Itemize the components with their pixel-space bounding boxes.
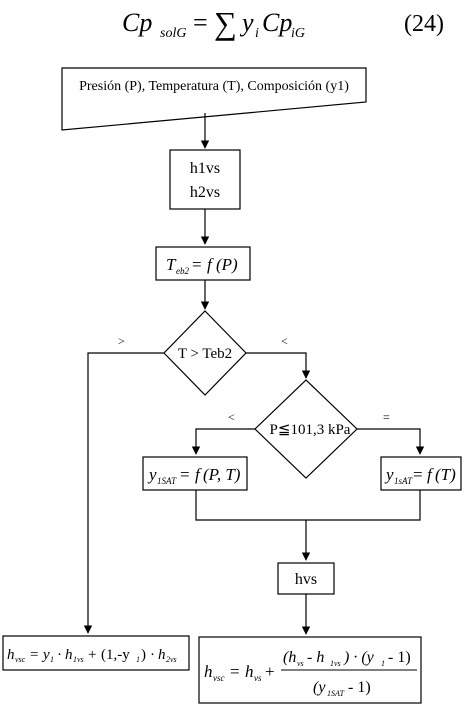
hvsc-right-eq: = <box>230 662 240 681</box>
hvsc-right-hvs: h <box>245 662 254 681</box>
hvsc-right-num-close: ) · (y <box>343 649 375 666</box>
teb-block: T eb2 = f (P) <box>155 246 251 281</box>
eq-y-sub: i <box>255 26 259 41</box>
decision-2-text: P≦101,3 kPa <box>270 422 351 438</box>
arrow-decision1-right <box>246 352 311 379</box>
ysat-right-eq: = <box>413 465 423 484</box>
ysat-left-block: y 1SAT = f (P, T) <box>142 456 248 491</box>
ysat-right-box <box>380 456 462 491</box>
hvsc-left-paren: (1,-y <box>101 647 130 663</box>
teb-arg: (P) <box>216 255 238 274</box>
eq-equals: = <box>193 8 208 37</box>
hvsc-right-h: h <box>204 662 213 681</box>
merge-line <box>195 490 421 521</box>
eq-lhs: Cp <box>122 8 152 37</box>
ysat-left-args: (P, T) <box>203 465 241 484</box>
ysat-left-var: y <box>147 465 157 484</box>
h1vs-label: h1vs <box>190 160 220 177</box>
hvsc-left-block: h vsc = y 1 · h 1vs + (1,-y 1 ) · h 2vs <box>2 635 190 671</box>
ysat-right-f: f <box>427 465 434 484</box>
input-block: Presión (P), Temperatura (T), Composició… <box>61 67 367 131</box>
hvsc-right-block: h vsc = h vs + (h vs - h 1vs ) · (y 1 - … <box>198 636 422 704</box>
hvsc-left-box <box>2 635 190 671</box>
ysat-left-box <box>142 456 248 491</box>
eq-lhs-sub: solG <box>160 26 186 41</box>
hvsc-right-num-a-sub: vs <box>297 659 304 668</box>
ysat-left-f: f <box>195 465 202 484</box>
arrow-decision2-right <box>357 428 425 455</box>
teb-sub: eb2 <box>176 266 189 276</box>
decision-1-diamond <box>163 310 247 396</box>
h2vs-label: h2vs <box>190 184 220 201</box>
hvsc-right-num-c-sub: 1 <box>381 659 385 668</box>
hvsc-left-dot1: · <box>57 647 62 663</box>
input-text: Presión (P), Temperatura (T), Composició… <box>79 79 349 94</box>
hvsc-right-num-end: - 1) <box>388 649 411 666</box>
teb-var: T <box>166 255 177 274</box>
hvsc-left-h1-sub: 1vs <box>73 655 84 664</box>
arrow-decision1-left <box>83 352 164 634</box>
decision-2-left-label: < <box>228 410 235 424</box>
hvsc-right-den-sub: 1SAT <box>327 689 345 698</box>
hvsc-left-y1: y <box>41 647 50 663</box>
input-shape <box>61 67 367 131</box>
hvs-label: hvs <box>295 571 317 588</box>
hvsc-left-dot2: · <box>150 647 155 663</box>
hvsc-left-paren-close: ) <box>141 647 146 663</box>
eq-cp: Cp <box>262 8 292 37</box>
hvsc-right-hvs-sub: vs <box>254 673 262 683</box>
eq-cp-sub: iG <box>291 26 305 41</box>
hvsc-right-num-minus: - h <box>307 649 324 666</box>
arrow-decision2-left <box>191 428 255 455</box>
hvs-block: hvs <box>277 562 335 595</box>
ysat-right-sub: 1sAT <box>394 476 413 486</box>
hvsc-left-paren-sub: 1 <box>136 655 140 664</box>
hvsc-right-den-end: - 1) <box>348 679 371 696</box>
teb-f: f <box>207 255 214 274</box>
eq-y: y <box>239 8 254 37</box>
ysat-right-args: (T) <box>435 465 456 484</box>
decision-2: P≦101,3 kPa < = <box>228 379 390 479</box>
eq-sum-symbol: ∑ <box>214 5 237 41</box>
hvsc-left-plus: + <box>88 647 96 663</box>
ysat-left-sub: 1SAT <box>157 476 177 486</box>
hvsc-left-h2: h <box>158 647 166 663</box>
hvsc-left-h1: h <box>65 647 73 663</box>
hvsc-left-h-sub: vsc <box>15 655 26 664</box>
h-values-block: h1vs h2vs <box>169 149 241 210</box>
hvsc-left-h: h <box>7 647 15 663</box>
ysat-right-var: y <box>384 465 394 484</box>
decision-1-right-label: < <box>281 334 288 348</box>
ysat-right-block: y 1sAT = f (T) <box>380 456 462 491</box>
hvsc-left-y1-sub: 1 <box>50 655 54 664</box>
decision-1-left-label: > <box>118 334 125 348</box>
decision-2-right-label: = <box>383 410 390 424</box>
eq-number: (24) <box>404 11 444 37</box>
hvsc-left-eq: = <box>30 647 38 663</box>
hvsc-right-num-b-sub: 1vs <box>330 659 341 668</box>
teb-eq: = <box>192 255 202 274</box>
hvsc-right-h-sub: vsc <box>213 673 225 683</box>
equation-24: Cp solG = ∑ y i Cp iG (24) <box>122 5 444 41</box>
decision-2-diamond <box>254 379 358 479</box>
hvsc-right-plus: + <box>265 662 275 681</box>
hvsc-right-num-a: (h <box>283 649 296 666</box>
teb-box <box>155 246 251 281</box>
ysat-left-eq: = <box>180 465 190 484</box>
hvsc-right-den-open: (y <box>313 679 326 696</box>
hvsc-left-h2-sub: 2vs <box>166 655 177 664</box>
decision-1-text: T > Teb2 <box>178 346 232 362</box>
hvsc-right-box <box>198 636 422 704</box>
decision-1: T > Teb2 > < <box>118 310 288 396</box>
